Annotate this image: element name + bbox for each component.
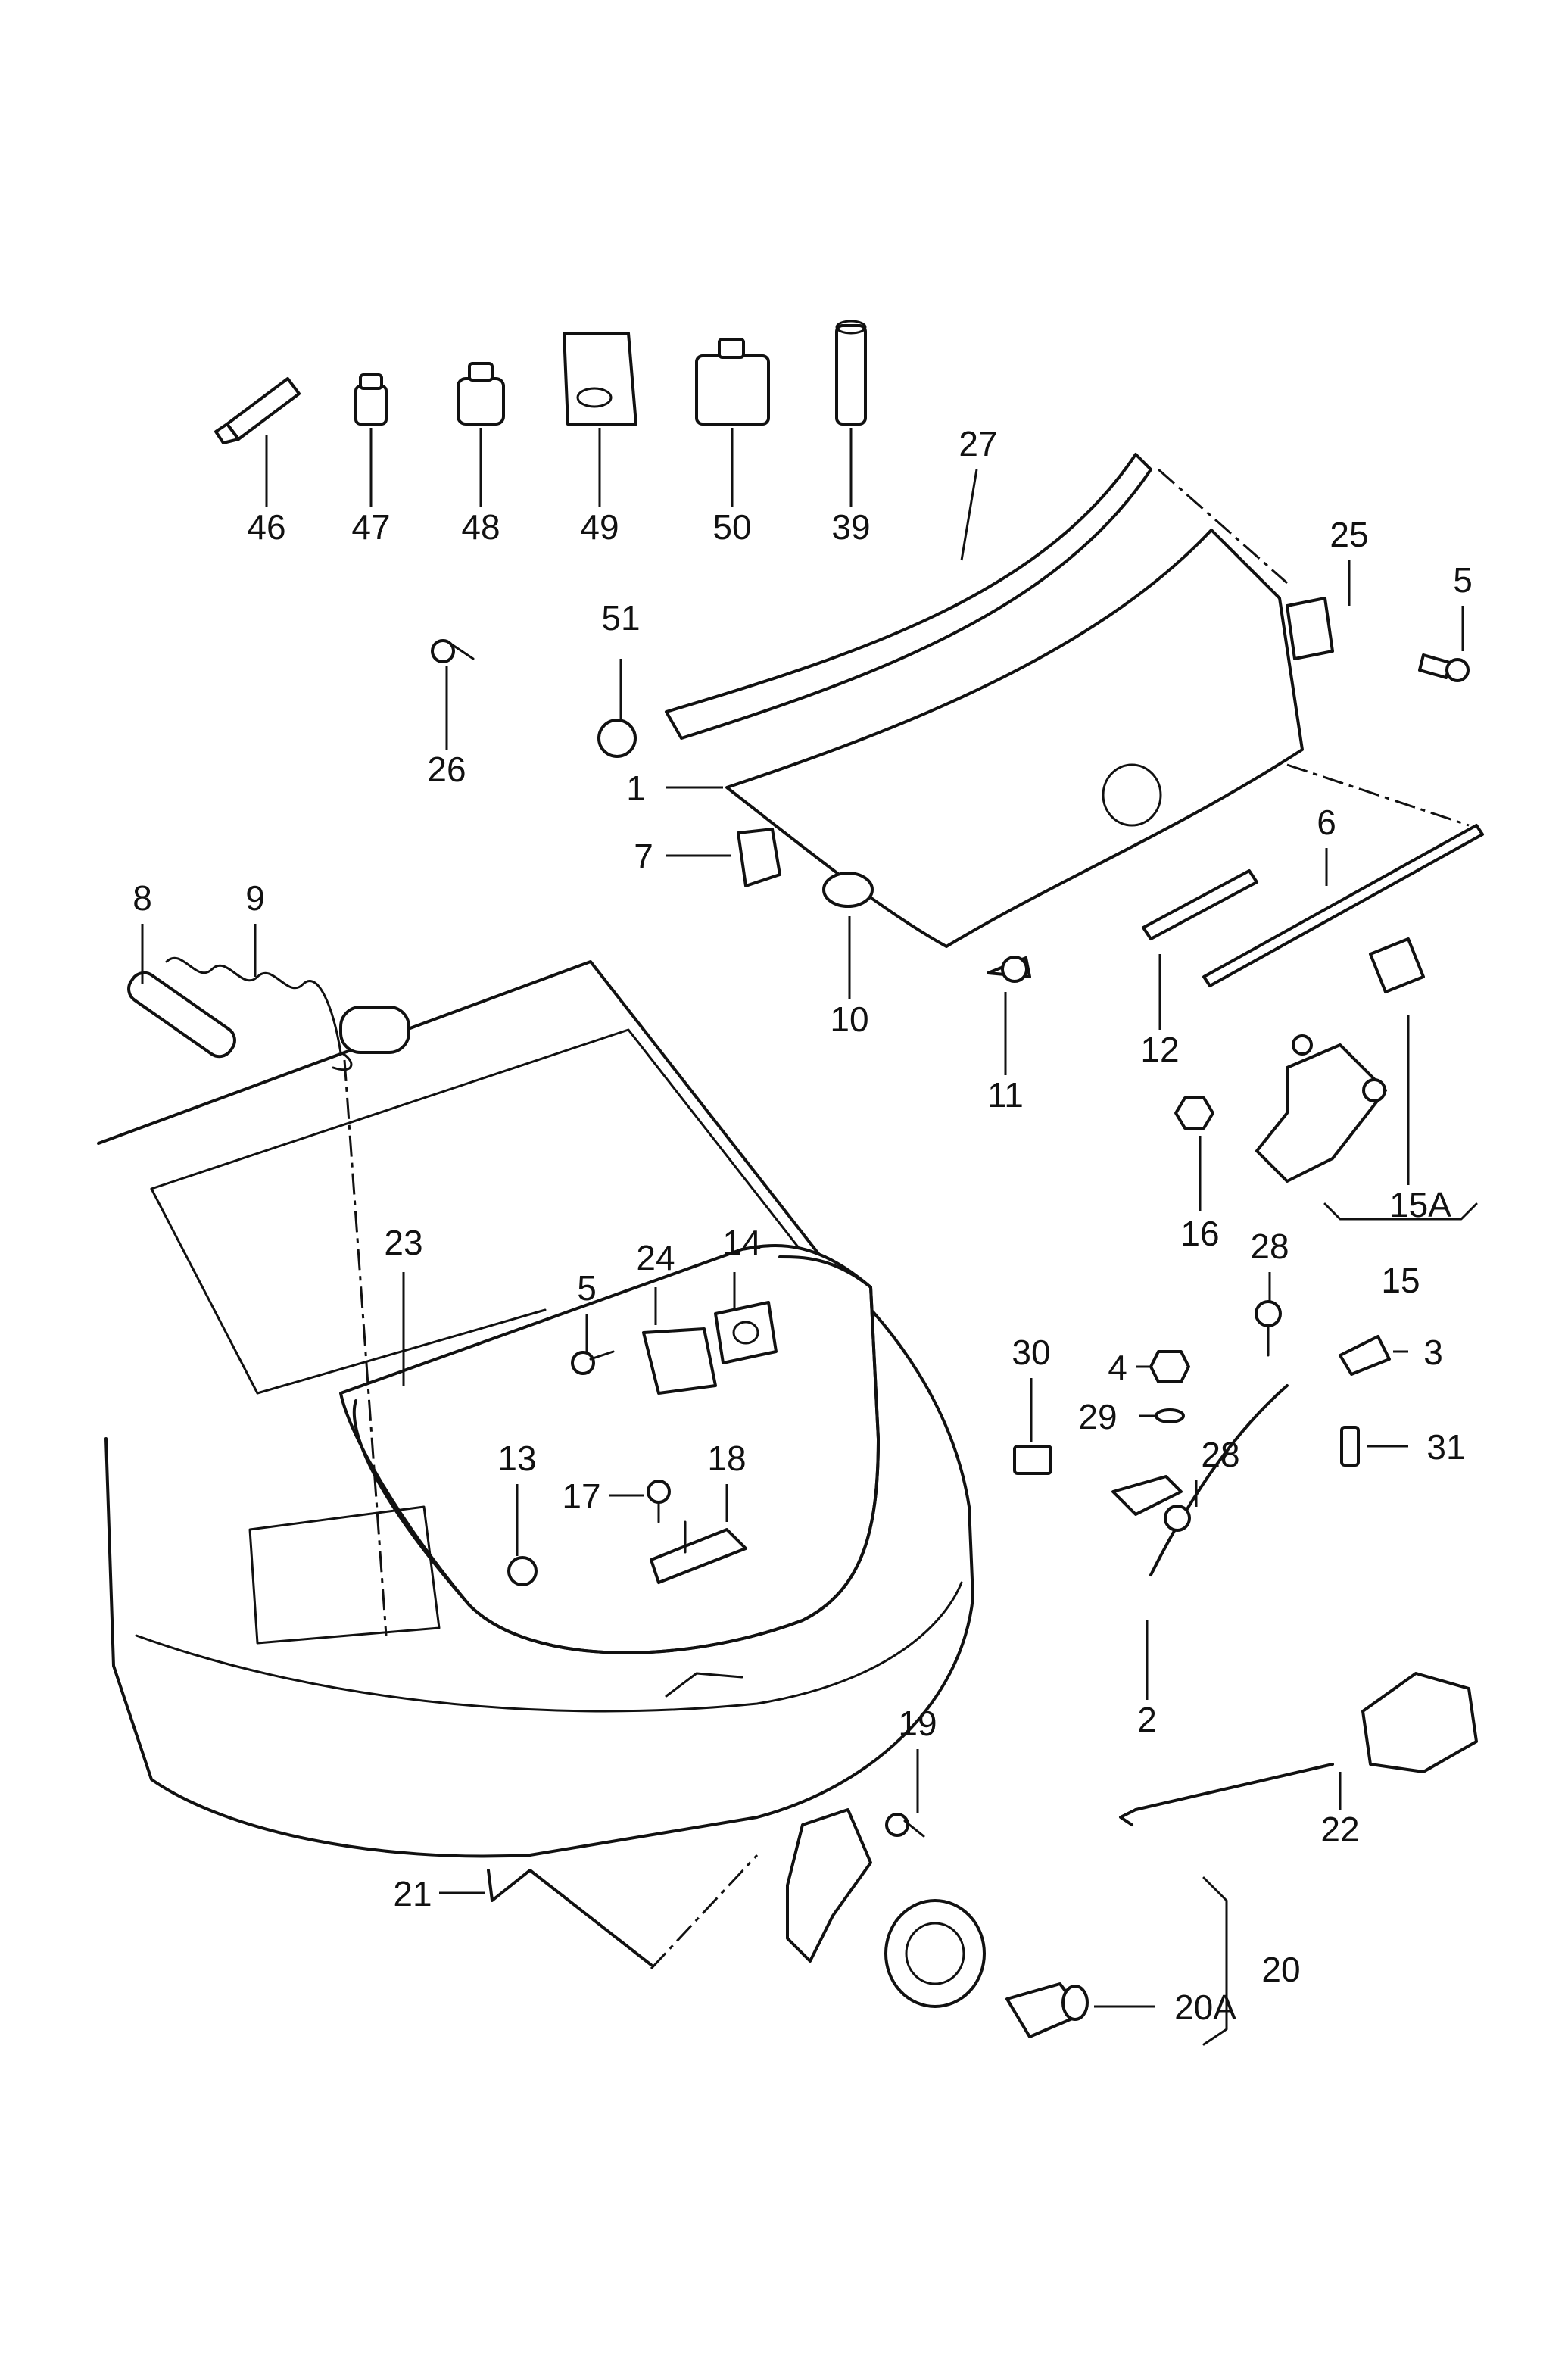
callout-12: 12	[1140, 1030, 1179, 1069]
part-9-spring	[165, 956, 353, 1071]
callout-26: 26	[427, 750, 466, 789]
part-3-clip	[1339, 1335, 1391, 1376]
callout-24: 24	[636, 1238, 675, 1277]
part-21-rod	[487, 1869, 653, 1966]
part-13-plug	[507, 1556, 538, 1586]
callout-4: 4	[1108, 1348, 1127, 1387]
callout-27: 27	[959, 424, 997, 463]
part-16-nut	[1174, 1096, 1214, 1130]
part-spring-sleeve	[339, 1006, 410, 1054]
callout-48: 48	[461, 507, 500, 547]
callout-2: 2	[1137, 1700, 1157, 1739]
callout-5-mid: 5	[577, 1268, 597, 1308]
callout-29: 29	[1078, 1397, 1117, 1436]
callout-13: 13	[497, 1439, 536, 1478]
part-10-stop	[822, 872, 874, 908]
callout-3: 3	[1423, 1333, 1443, 1372]
car-body	[97, 960, 974, 1858]
part-11-plug	[987, 956, 1031, 983]
part-28-screw-top	[1255, 1300, 1282, 1357]
part-6-seal-strip	[1202, 824, 1484, 987]
part-12-strut	[1142, 869, 1258, 940]
callout-46: 46	[247, 507, 285, 547]
part-7-bumper	[737, 828, 781, 887]
callout-10: 10	[830, 999, 868, 1039]
part-29-washer	[1155, 1408, 1185, 1423]
callout-18: 18	[707, 1439, 746, 1478]
part-25-emblem	[1286, 597, 1334, 660]
bracket-20	[1202, 1876, 1228, 2046]
part-14-gasket	[714, 1301, 778, 1364]
part-31-fuse	[1340, 1426, 1360, 1467]
callout-15: 15	[1381, 1261, 1420, 1300]
callout-16: 16	[1180, 1214, 1219, 1253]
callout-31: 31	[1426, 1427, 1465, 1467]
part-27-spoiler	[665, 453, 1152, 740]
callout-17: 17	[562, 1476, 600, 1516]
callout-6: 6	[1317, 803, 1336, 842]
callout-21: 21	[393, 1874, 432, 1913]
part-48-container	[457, 362, 505, 426]
part-2-cable	[1111, 1384, 1289, 1576]
callout-5-top: 5	[1453, 560, 1473, 600]
callout-1: 1	[626, 769, 646, 808]
callout-51: 51	[601, 598, 640, 638]
part-8-pad	[127, 971, 236, 1059]
callout-9: 9	[245, 878, 265, 918]
callout-23: 23	[384, 1223, 422, 1262]
part-51-buffer	[597, 719, 637, 758]
callout-20a: 20A	[1174, 1988, 1236, 2027]
part-15-lock	[1255, 1034, 1387, 1183]
callout-47: 47	[351, 507, 390, 547]
part-19-screw	[885, 1813, 925, 1838]
callout-22: 22	[1320, 1810, 1359, 1849]
part-18-striker	[650, 1520, 747, 1584]
part-39-spray-can	[835, 320, 867, 426]
callout-19: 19	[898, 1704, 937, 1743]
callout-14: 14	[722, 1223, 761, 1262]
part-30-nut	[1013, 1445, 1052, 1475]
callout-20: 20	[1261, 1950, 1300, 1989]
callout-8: 8	[132, 878, 152, 918]
part-4-nut	[1149, 1350, 1190, 1383]
part-20a-lock-barrel	[1005, 1982, 1089, 2038]
part-5-screw-top	[1418, 653, 1470, 682]
callout-7: 7	[634, 837, 653, 876]
part-28-screw-low	[1164, 1505, 1191, 1532]
callout-15a: 15A	[1389, 1185, 1451, 1224]
part-47-bottle	[354, 373, 388, 426]
callout-49: 49	[580, 507, 619, 547]
part-49-pouch	[563, 332, 637, 426]
part-24-hinge-bracket	[642, 1327, 717, 1395]
part-22-lock-cylinder	[1119, 1672, 1478, 1826]
callout-28-top: 28	[1250, 1227, 1289, 1266]
callout-39: 39	[831, 507, 870, 547]
callout-25: 25	[1330, 515, 1368, 554]
callout-50: 50	[712, 507, 751, 547]
callout-11: 11	[987, 1075, 1024, 1115]
part-23-weatherstrip	[352, 1255, 880, 1654]
part-46-tube	[214, 377, 301, 444]
part-20-handle-assembly	[786, 1808, 986, 2008]
part-5-screw-mid	[571, 1350, 615, 1375]
part-17-screw	[647, 1480, 671, 1523]
part-50-canister	[695, 338, 770, 426]
callout-28-low: 28	[1201, 1435, 1239, 1474]
part-26-clip	[431, 639, 475, 663]
part-15a-microswitch	[1369, 937, 1425, 993]
callout-30: 30	[1012, 1333, 1050, 1372]
bracket-15	[1323, 1202, 1478, 1221]
